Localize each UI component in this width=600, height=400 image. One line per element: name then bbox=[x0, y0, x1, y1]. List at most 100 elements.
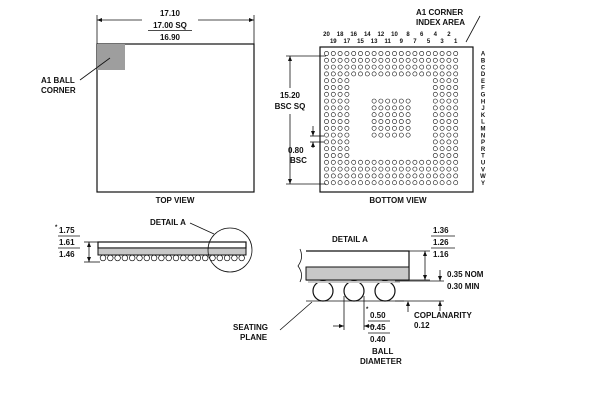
solder-ball bbox=[385, 180, 391, 186]
solder-ball bbox=[337, 51, 343, 56]
solder-ball bbox=[337, 153, 343, 158]
solder-ball bbox=[344, 85, 350, 90]
solder-ball bbox=[378, 64, 384, 70]
solder-ball bbox=[371, 71, 377, 77]
solder-ball bbox=[351, 64, 357, 70]
solder-ball bbox=[398, 132, 404, 138]
solder-ball bbox=[344, 173, 350, 179]
column-label: 20 bbox=[323, 32, 330, 38]
solder-ball bbox=[344, 119, 350, 124]
solder-ball bbox=[337, 64, 343, 70]
ball-dia-max: 0.50 bbox=[370, 311, 386, 320]
side-solder-ball bbox=[238, 254, 245, 262]
solder-ball bbox=[344, 64, 350, 70]
solder-ball bbox=[392, 71, 397, 77]
column-label: 12 bbox=[378, 32, 385, 38]
arrow-left bbox=[97, 18, 102, 22]
solder-ball bbox=[324, 112, 329, 118]
solder-ball bbox=[426, 51, 431, 56]
solder-ball bbox=[446, 57, 452, 63]
solder-ball bbox=[398, 51, 404, 56]
solder-ball bbox=[378, 112, 384, 118]
solder-ball bbox=[364, 71, 370, 77]
side-solder-ball bbox=[129, 254, 136, 262]
solder-ball bbox=[453, 105, 459, 111]
detail-a-view: DETAIL A 1.36 1.26 1.16 0.35 NOM 0.30 MI… bbox=[233, 226, 484, 366]
solder-ball bbox=[432, 180, 438, 186]
solder-ball bbox=[330, 139, 336, 145]
solder-ball bbox=[412, 57, 418, 63]
solder-ball bbox=[412, 159, 418, 165]
solder-ball bbox=[330, 78, 336, 84]
side-substrate bbox=[97, 247, 247, 256]
solder-ball bbox=[344, 112, 350, 118]
solder-ball bbox=[453, 78, 459, 84]
bottom-view-caption: BOTTOM VIEW bbox=[369, 196, 427, 205]
row-label: G bbox=[481, 93, 486, 99]
solder-ball bbox=[405, 105, 411, 111]
solder-ball bbox=[337, 173, 343, 179]
solder-ball bbox=[385, 105, 391, 111]
solder-ball bbox=[439, 57, 445, 63]
solder-ball bbox=[412, 64, 418, 70]
solder-ball bbox=[405, 119, 411, 124]
a1-corner-label: CORNER bbox=[41, 86, 76, 95]
solder-ball bbox=[439, 105, 445, 111]
solder-ball bbox=[351, 57, 357, 63]
solder-ball bbox=[351, 71, 357, 77]
seating-label-1: SEATING bbox=[233, 323, 268, 332]
solder-ball bbox=[337, 119, 343, 124]
solder-ball bbox=[385, 119, 391, 124]
a1-leader-line bbox=[79, 57, 111, 81]
solder-ball bbox=[432, 64, 438, 70]
detail-ball-1 bbox=[312, 280, 334, 302]
solder-ball bbox=[405, 159, 411, 165]
solder-ball bbox=[344, 51, 350, 56]
solder-ball bbox=[371, 173, 377, 179]
solder-ball bbox=[364, 51, 370, 56]
solder-ball bbox=[371, 125, 377, 131]
top-dim-inner: 16.90 bbox=[160, 33, 181, 42]
solder-ball bbox=[378, 71, 384, 77]
column-label: 16 bbox=[350, 32, 357, 38]
solder-ball bbox=[446, 112, 452, 118]
side-dim-min: 1.46 bbox=[59, 250, 75, 259]
solder-ball bbox=[344, 146, 350, 152]
detail-dim-min: 1.16 bbox=[433, 250, 449, 259]
detail-ball-3 bbox=[374, 280, 396, 302]
solder-ball bbox=[344, 78, 350, 84]
row-label: F bbox=[481, 86, 485, 92]
solder-ball bbox=[439, 119, 445, 124]
solder-ball bbox=[419, 173, 425, 179]
solder-ball bbox=[344, 132, 350, 138]
row-label: M bbox=[481, 127, 486, 133]
pitch-label: BSC bbox=[290, 156, 307, 165]
standoff-arrow-bottom bbox=[438, 301, 442, 306]
solder-ball bbox=[405, 166, 411, 172]
side-dim-nom: 1.61 bbox=[59, 238, 75, 247]
solder-ball bbox=[405, 71, 411, 77]
solder-ball bbox=[324, 166, 329, 172]
column-label: 1 bbox=[454, 39, 458, 45]
solder-ball bbox=[398, 57, 404, 63]
solder-ball bbox=[439, 51, 445, 56]
detail-a-title: DETAIL A bbox=[332, 235, 368, 244]
side-marker: * bbox=[55, 225, 58, 231]
solder-ball bbox=[371, 64, 377, 70]
solder-ball bbox=[432, 85, 438, 90]
detail-arrow-top bbox=[423, 251, 427, 256]
top-dim-outer: 17.10 bbox=[160, 9, 181, 18]
solder-ball bbox=[426, 166, 431, 172]
solder-ball bbox=[446, 98, 452, 104]
detail-a-leader bbox=[189, 222, 215, 235]
solder-ball bbox=[426, 57, 431, 63]
solder-ball bbox=[371, 159, 377, 165]
solder-ball bbox=[453, 51, 459, 56]
ball-dia-min: 0.40 bbox=[370, 335, 386, 344]
solder-ball bbox=[371, 51, 377, 56]
a1-index-label-2: INDEX AREA bbox=[416, 18, 465, 27]
column-label: 15 bbox=[357, 39, 364, 45]
solder-ball bbox=[364, 180, 370, 186]
solder-ball bbox=[330, 166, 336, 172]
solder-ball bbox=[330, 146, 336, 152]
